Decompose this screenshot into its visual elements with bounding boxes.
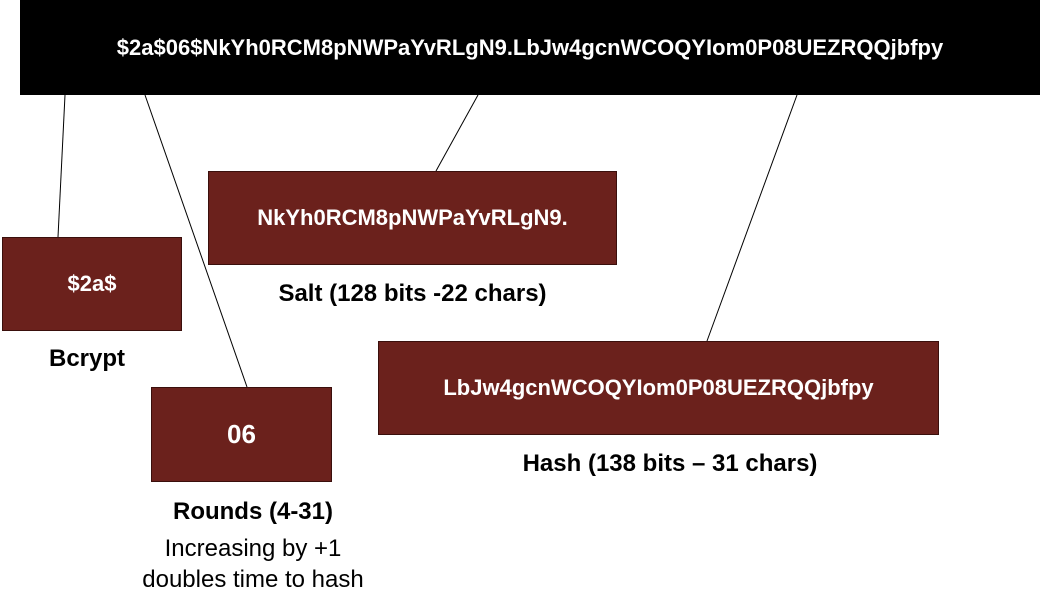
rounds-note-line1: Increasing by +1 [164, 535, 342, 562]
connector-hash [706, 94, 798, 342]
rounds-value: 06 [227, 419, 256, 449]
hash-box: LbJw4gcnWCOQYIom0P08UEZRQQjbfpy [378, 341, 939, 435]
connector-bcrypt [57, 94, 66, 238]
algorithm-label: Bcrypt [48, 345, 126, 372]
connector-rounds [144, 94, 248, 388]
salt-label: Salt (128 bits -22 chars) [278, 280, 547, 307]
salt-value: NkYh0RCM8pNWPaYvRLgN9. [257, 205, 568, 230]
full-hash-bar: $2a$06$NkYh0RCM8pNWPaYvRLgN9.LbJw4gcnWCO… [20, 0, 1040, 95]
hash-label: Hash (138 bits – 31 chars) [522, 450, 818, 477]
full-hash-text: $2a$06$NkYh0RCM8pNWPaYvRLgN9.LbJw4gcnWCO… [116, 34, 944, 60]
rounds-label: Rounds (4-31) [172, 498, 333, 525]
algorithm-box: $2a$ [2, 237, 182, 331]
salt-box: NkYh0RCM8pNWPaYvRLgN9. [208, 171, 617, 265]
algorithm-value: $2a$ [67, 271, 117, 296]
hash-value: LbJw4gcnWCOQYIom0P08UEZRQQjbfpy [443, 375, 874, 400]
rounds-box: 06 [151, 387, 332, 482]
connector-salt [435, 94, 479, 172]
rounds-note-line2: doubles time to hash [142, 566, 364, 593]
